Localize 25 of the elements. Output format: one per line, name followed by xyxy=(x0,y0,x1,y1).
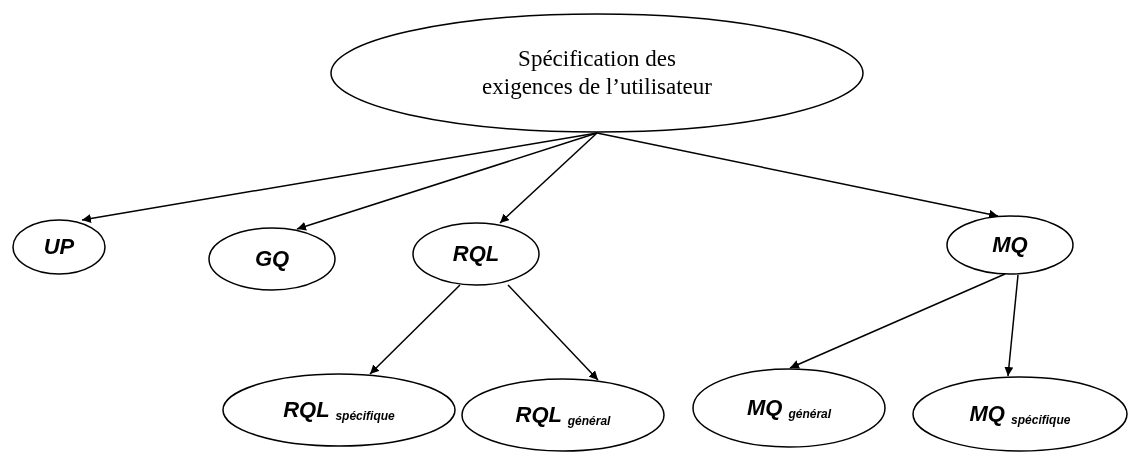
arrow xyxy=(296,132,598,231)
ellipse-node xyxy=(692,368,886,448)
arrow xyxy=(369,284,461,375)
node-label: UP xyxy=(42,233,76,261)
ellipse-node xyxy=(208,227,336,291)
node-label: MQ $_{général}$ xyxy=(745,394,833,422)
node-label: GQ xyxy=(253,245,291,273)
ellipse-node xyxy=(222,373,456,447)
node-label: Spécification des exigences de l’utilisateur xyxy=(481,45,713,101)
node-label: RQL $_{spécifique}$ xyxy=(282,396,396,424)
ellipse-node xyxy=(12,219,106,275)
ellipse-node xyxy=(412,222,540,286)
node-label: MQ $_{spécifique}$ xyxy=(968,400,1072,428)
arrow xyxy=(1004,274,1019,377)
ellipse-node xyxy=(330,13,864,133)
arrow xyxy=(499,132,598,224)
node-label: RQL $_{général}$ xyxy=(514,401,612,429)
node-label: MQ xyxy=(991,231,1029,259)
arrow xyxy=(507,284,599,381)
arrow xyxy=(596,132,999,219)
ellipse-node xyxy=(946,215,1074,275)
ellipse-node xyxy=(461,378,665,452)
node-label: RQL xyxy=(451,240,501,268)
ellipse-node xyxy=(912,376,1128,452)
arrow xyxy=(789,273,1006,369)
